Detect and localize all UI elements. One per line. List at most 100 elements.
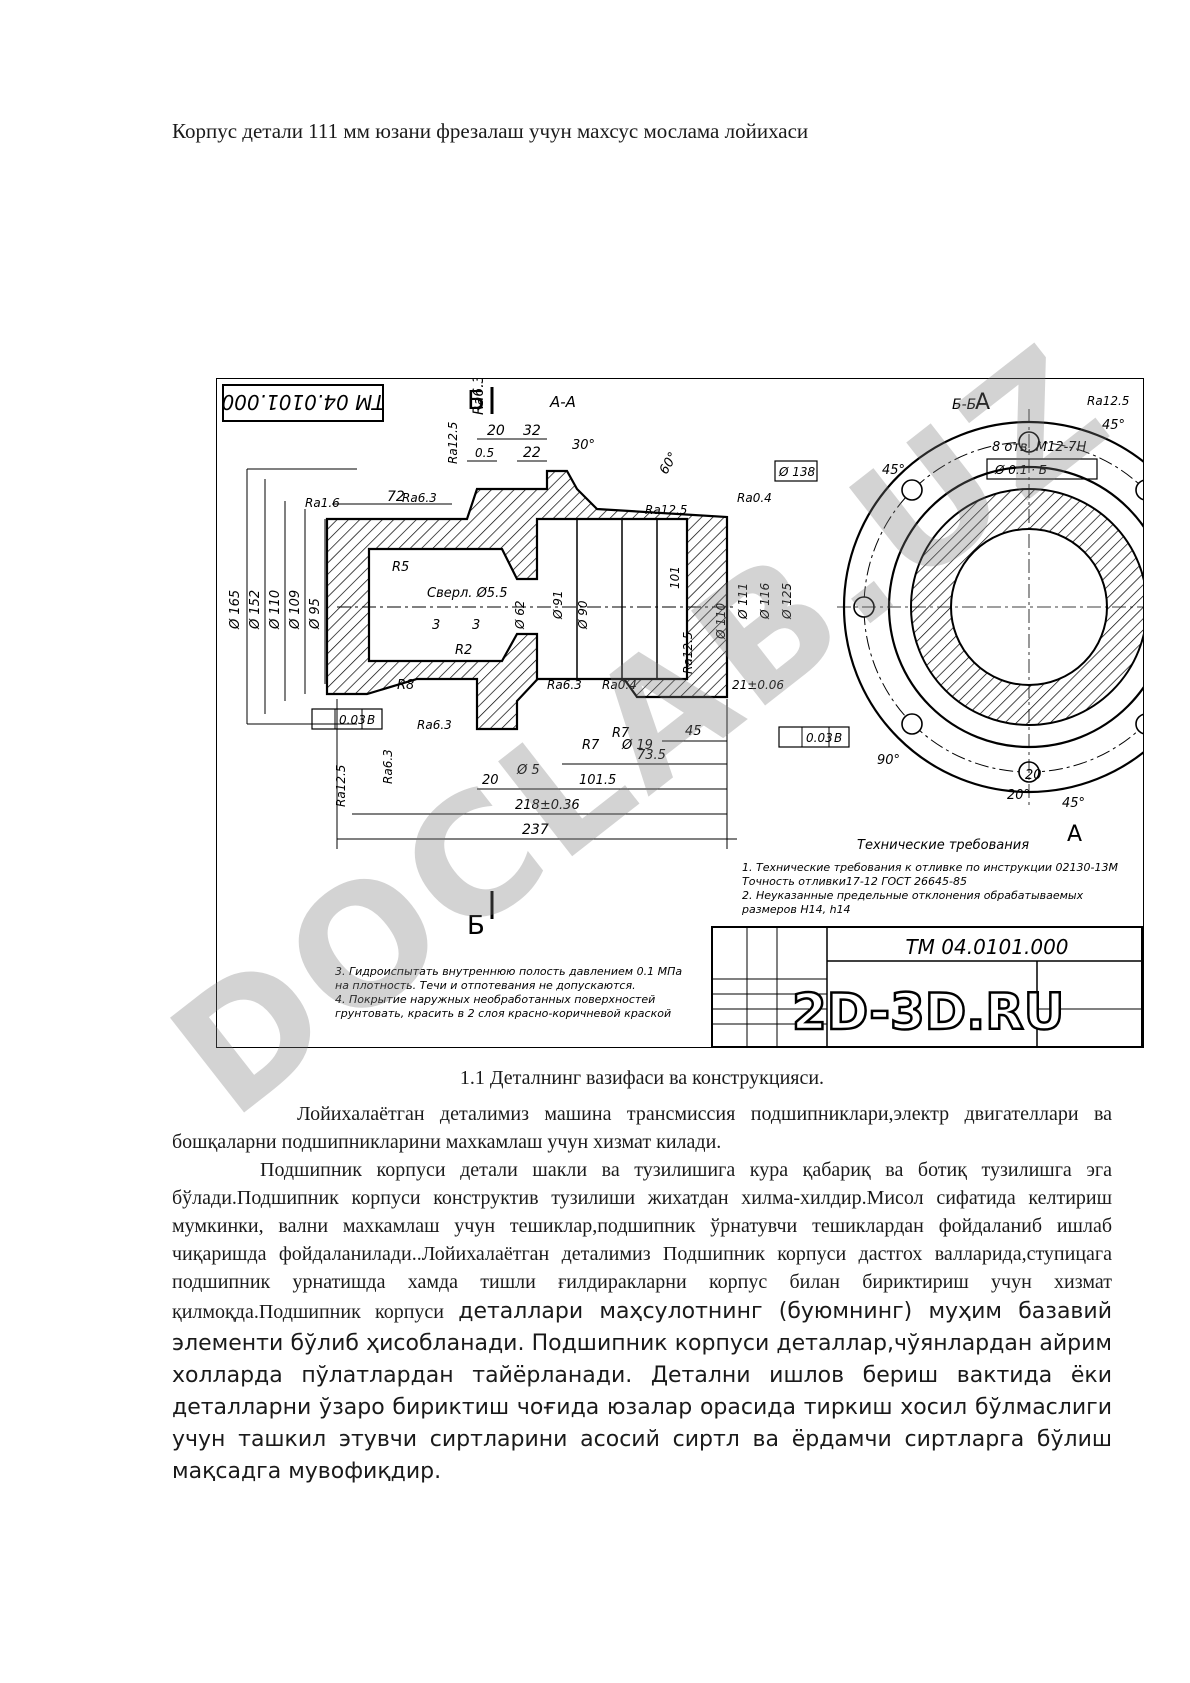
note-line-3: 4. Покрытие наружных необработанных пове… bbox=[335, 993, 655, 1006]
dim-d95: Ø 95 bbox=[308, 598, 323, 630]
dim-3b: 3 bbox=[472, 618, 480, 633]
ra63-e: Ra6.3 bbox=[381, 749, 395, 784]
dim-05: 0.5 bbox=[475, 446, 494, 460]
ra125-right: Ra12.5 bbox=[1087, 394, 1129, 408]
title-block bbox=[711, 926, 1143, 1047]
dim-21: 21±0.06 bbox=[732, 678, 784, 692]
ang-90: 90° bbox=[877, 753, 900, 768]
tech-title: Технические требования bbox=[857, 838, 1029, 853]
note-line-4: грунтовать, красить в 2 слоя красно-кори… bbox=[335, 1007, 671, 1020]
figure-caption: 1.1 Деталнинг вазифаси ва конструкцияси. bbox=[459, 1067, 825, 1089]
tol-003-left: 0.03 bbox=[339, 713, 366, 727]
stamp-frame bbox=[222, 384, 384, 422]
section-bb-label: Б-Б bbox=[952, 397, 976, 413]
dim-r7: R7 bbox=[612, 726, 630, 741]
dim-r8: R8 bbox=[397, 678, 414, 693]
logo-2d3d: 2D-3D.RU bbox=[792, 983, 1064, 1041]
dim-r5: R5 bbox=[392, 560, 409, 575]
stamp-mirrored-text: ТМ 04.0101.000 bbox=[221, 390, 384, 414]
tech-line-1: 1. Технические требования к отливке по и… bbox=[742, 861, 1118, 874]
dim-d90: Ø 90 bbox=[576, 600, 590, 630]
ra16-label: Ra1.6 bbox=[305, 496, 340, 510]
d138-frame bbox=[774, 460, 818, 482]
dim-218: 218±0.36 bbox=[515, 798, 580, 813]
paragraph-1: Лойихалаётган деталимиз машина трансмисс… bbox=[172, 1103, 1112, 1153]
dim-32: 32 bbox=[523, 423, 541, 439]
tolerance-frame-right bbox=[778, 726, 850, 748]
dim-d111: Ø 111 bbox=[736, 583, 750, 620]
holes-note: 8 отв. М12-7Н bbox=[992, 440, 1087, 455]
tol-003-right: 0.03 bbox=[806, 731, 833, 745]
dim-d110: Ø 110 bbox=[268, 590, 283, 630]
ra125-label-side: Ra12.5 bbox=[446, 422, 460, 464]
dim-d152: Ø 152 bbox=[248, 590, 263, 630]
label-a-top: А bbox=[975, 390, 990, 415]
ra04-label: Ra0.4 bbox=[737, 491, 772, 505]
ang-20: 20° bbox=[1007, 788, 1030, 803]
dim-d62: Ø 62 bbox=[513, 600, 527, 630]
ra63-d: Ra6.3 bbox=[417, 718, 452, 732]
ra63-top: Ra6.3 bbox=[471, 379, 487, 415]
note-line-2: на плотность. Течи и отпотевания не допу… bbox=[335, 979, 636, 992]
ra04-b: Ra0.4 bbox=[602, 678, 637, 692]
ra125-c: Ra12.5 bbox=[681, 632, 695, 674]
dim-72: 72 bbox=[387, 489, 405, 505]
dim-d91: Ø 91 bbox=[551, 590, 565, 620]
section-b-bottom-label: Б bbox=[467, 911, 485, 941]
paragraph-2-serif: Подшипник корпуси детали шакли ва тузили… bbox=[172, 1159, 1112, 1323]
tol-b-right: B bbox=[834, 731, 842, 745]
position-tolerance: Ø 0.1 · Б bbox=[994, 463, 1047, 477]
paragraph-2: Подшипник корпуси детали шакли ва тузили… bbox=[172, 1156, 1112, 1488]
ang-45-c: 45° bbox=[1062, 796, 1085, 811]
section-a-label: А-А bbox=[549, 393, 576, 411]
tol-b-left: B bbox=[367, 713, 375, 727]
dim-45: 45 bbox=[685, 724, 702, 739]
dim-d109: Ø 109 bbox=[288, 590, 303, 630]
section-b-left-label: Б bbox=[467, 386, 485, 416]
dim-d165: Ø 165 bbox=[228, 590, 243, 630]
dim-101: 101 bbox=[668, 566, 682, 589]
dim-ang60: 60° bbox=[657, 450, 682, 477]
dim-r7b: R7 bbox=[582, 738, 600, 753]
dim-20: 20 bbox=[487, 423, 505, 439]
document-title: Корпус детали 111 мм юзани фрезалаш учун… bbox=[172, 119, 809, 143]
flange-view bbox=[837, 409, 1143, 809]
bolt-holes bbox=[853, 431, 1143, 783]
dim-d110b: Ø 110 bbox=[714, 602, 728, 640]
left-dimension-lines bbox=[246, 468, 357, 725]
tech-line-4: размеров Н14, h14 bbox=[741, 903, 851, 916]
ra63-b: Ra6.3 bbox=[402, 491, 437, 505]
dim-ang30: 30° bbox=[572, 438, 595, 453]
paragraph-2-sans: деталлари маҳсулотнинг (буюмнинг) муҳим … bbox=[172, 1299, 1112, 1484]
tech-line-2: Точность отливки17-12 ГОСТ 26645-85 bbox=[742, 875, 967, 888]
dim-237: 237 bbox=[522, 822, 549, 838]
body-text: Лойихалаётган деталимиз машина трансмисс… bbox=[172, 1100, 1112, 1488]
note-line-1: 3. Гидроиспытать внутреннюю полость давл… bbox=[335, 965, 682, 978]
dim-735: 73.5 bbox=[637, 748, 666, 763]
bottom-dimension-lines bbox=[336, 699, 737, 849]
dim-d138: Ø 138 bbox=[778, 465, 816, 479]
part-section-bore bbox=[367, 517, 689, 681]
top-dimension-lines bbox=[332, 438, 547, 505]
ra125-d: Ra12.5 bbox=[334, 765, 348, 807]
dim-3a: 3 bbox=[432, 618, 440, 633]
dim-20-bottom: 20 bbox=[482, 773, 499, 788]
ra63-c: Ra6.3 bbox=[547, 678, 582, 692]
technical-drawing: ТМ 04.0101.000 Б А-А Ra6.3 Б bbox=[216, 378, 1144, 1048]
dim-d116: Ø 116 bbox=[758, 582, 772, 620]
ra125-label-top: Ra12.5 bbox=[645, 503, 687, 517]
ang-45-a: 45° bbox=[882, 463, 905, 478]
dim-d19: Ø 19 bbox=[621, 738, 653, 753]
tolerance-frame-left bbox=[311, 708, 383, 730]
dim-22: 22 bbox=[523, 445, 541, 461]
dim-d125: Ø 125 bbox=[780, 583, 794, 620]
tech-line-3: 2. Неуказанные предельные отклонения обр… bbox=[742, 889, 1084, 902]
ang-45-b: 45° bbox=[1102, 418, 1125, 433]
dim-1015: 101.5 bbox=[579, 773, 616, 788]
label-a-bottom: А bbox=[1067, 822, 1082, 847]
position-tolerance-frame bbox=[986, 458, 1098, 480]
dim-sverlo: Сверл. Ø5.5 bbox=[427, 586, 507, 601]
drawing-svg: ТМ 04.0101.000 Б А-А Ra6.3 Б bbox=[221, 379, 1143, 1047]
dim-r2: R2 bbox=[455, 643, 472, 658]
